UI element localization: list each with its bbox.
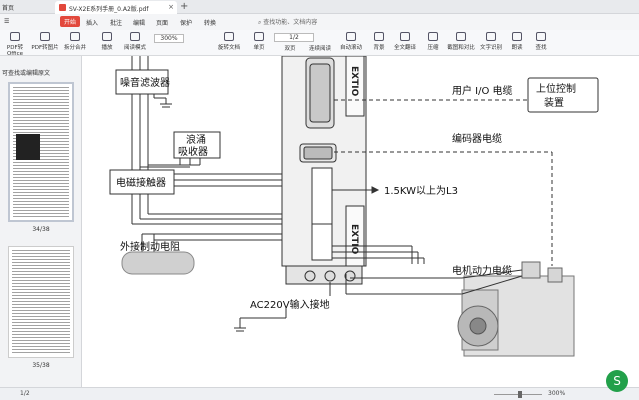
thumbnail-label-35: 35/38: [32, 362, 50, 369]
servo-drive-bottom: [285, 265, 363, 285]
menu-icon[interactable]: ☰: [4, 18, 10, 25]
thumbnail-label-34: 34/38: [32, 226, 50, 233]
menu-insert[interactable]: 插入: [86, 20, 99, 27]
drive-brand-bottom: EXTIO: [349, 224, 359, 255]
read-mode-button[interactable]: 阅读模式: [120, 32, 150, 51]
menu-edit[interactable]: 编辑: [133, 20, 146, 27]
motor-cable-label: 电机动力电缆: [452, 264, 512, 277]
ocr-button[interactable]: 文字识别: [476, 32, 506, 51]
search-icon: ⌕: [258, 19, 262, 26]
pdf-to-office-button[interactable]: PDF转Office: [0, 32, 30, 57]
status-bar: 1/2 300%: [0, 387, 639, 400]
drive-brand-top: EXTIO: [349, 66, 359, 97]
screenshot-icon: [456, 32, 466, 41]
page-field[interactable]: 1/2: [274, 33, 314, 42]
ground-label: AC220V输入接地: [250, 298, 330, 311]
surge-absorber-label-2: 吸收器: [178, 145, 208, 158]
home-tab[interactable]: 首页: [2, 5, 15, 12]
menu-comment[interactable]: 批注: [110, 20, 123, 27]
pdf-to-office-icon: [10, 32, 20, 41]
translate-button[interactable]: 全文翻译: [390, 32, 420, 51]
search-placeholder: 查找功能、文档内容: [263, 19, 318, 26]
background-button[interactable]: 背景: [364, 32, 394, 51]
menu-page[interactable]: 页面: [156, 20, 169, 27]
single-page-button[interactable]: 单页: [244, 32, 274, 51]
compress-button[interactable]: 压缩: [418, 32, 448, 51]
status-page-indicator[interactable]: 1/2: [20, 390, 30, 397]
continuous-button[interactable]: 连续阅读: [308, 46, 331, 52]
find-button[interactable]: 查找: [526, 32, 556, 51]
noise-filter-box: [115, 69, 169, 95]
noise-filter-label: 噪音滤波器: [120, 76, 170, 89]
host-controller-box: [527, 77, 599, 113]
document-tab[interactable]: SV-X2E系列手册_0.A2版.pdf ×: [55, 1, 177, 14]
translate-icon: [400, 32, 410, 41]
play-icon: [102, 32, 112, 41]
split-merge-button[interactable]: 拆分合并: [60, 32, 90, 51]
menu-start[interactable]: 开始: [60, 16, 81, 27]
tab-bar: 首页 SV-X2E系列手册_0.A2版.pdf × +: [0, 0, 639, 14]
contactor-box: [109, 169, 175, 195]
motor-terminal-block: [311, 223, 333, 261]
find-icon: [536, 32, 546, 41]
auto-scroll-icon: [346, 32, 356, 41]
document-view[interactable]: 噪音滤波器 浪涌 吸收器 电磁接触器 外接制动电阻 AC220V输入接地 用户 …: [82, 55, 639, 387]
host-label-1: 上位控制: [536, 82, 576, 95]
compress-icon: [428, 32, 438, 41]
zoom-slider-handle[interactable]: [518, 391, 522, 398]
menu-protect[interactable]: 保护: [180, 20, 193, 27]
background-icon: [374, 32, 384, 41]
play-button[interactable]: 播放: [92, 32, 122, 51]
new-tab-button[interactable]: +: [180, 1, 189, 12]
zoom-field[interactable]: 300%: [154, 34, 184, 43]
auto-scroll-button[interactable]: 自动滚动: [336, 32, 366, 51]
pdf-to-image-icon: [40, 32, 50, 41]
status-zoom-value: 300%: [548, 390, 566, 397]
toolbar: PDF转Office PDF转图片 拆分合并 播放 阅读模式 300% 旋转文档…: [0, 30, 639, 57]
pdf-to-image-button[interactable]: PDF转图片: [30, 32, 60, 51]
rotate-button[interactable]: 旋转文档: [214, 32, 244, 51]
ocr-icon: [486, 32, 496, 41]
thumbnail-panel-title: 可查找或编辑原文: [2, 70, 51, 77]
io-cable-label: 用户 I/O 电缆: [452, 84, 513, 97]
l3-note-label: 1.5KW以上为L3: [384, 185, 458, 197]
thumbnail-panel: 可查找或编辑原文 34/38 35/38: [0, 56, 82, 387]
contactor-label: 电磁接触器: [116, 176, 166, 189]
wiring-diagram: 噪音滤波器 浪涌 吸收器 电磁接触器 外接制动电阻 AC220V输入接地 用户 …: [109, 55, 599, 357]
rotate-icon: [224, 32, 234, 41]
search-box[interactable]: ⌕ 查找功能、文档内容: [258, 17, 338, 27]
single-page-icon: [254, 32, 264, 41]
surge-absorber-label-1: 浪涌: [186, 133, 206, 146]
thumbnail-page-35[interactable]: [8, 246, 74, 358]
brake-resistor-label: 外接制动电阻: [120, 240, 180, 253]
read-aloud-icon: [512, 32, 522, 41]
menu-convert[interactable]: 转换: [204, 20, 217, 27]
double-page-button[interactable]: 双页: [284, 46, 296, 52]
thumbnail-page-34[interactable]: [8, 82, 74, 222]
brake-resistor: [121, 251, 195, 275]
wps-assistant-icon[interactable]: S: [606, 370, 628, 392]
close-tab-icon[interactable]: ×: [168, 3, 174, 11]
read-mode-icon: [130, 32, 140, 41]
host-label-2: 装置: [544, 96, 564, 109]
pdf-file-icon: [59, 4, 66, 11]
split-merge-icon: [70, 32, 80, 41]
screenshot-compare-button[interactable]: 截图和对比: [446, 32, 476, 51]
menu-bar: ☰ 开始 插入 批注 编辑 页面 保护 转换 ⌕ 查找功能、文档内容: [0, 14, 639, 30]
document-tab-title: SV-X2E系列手册_0.A2版.pdf: [69, 6, 149, 13]
encoder-cable-label: 编码器电缆: [452, 132, 502, 145]
read-aloud-button[interactable]: 朗读: [502, 32, 532, 51]
surge-absorber-box: [173, 131, 221, 159]
power-terminal-block: [311, 167, 333, 227]
